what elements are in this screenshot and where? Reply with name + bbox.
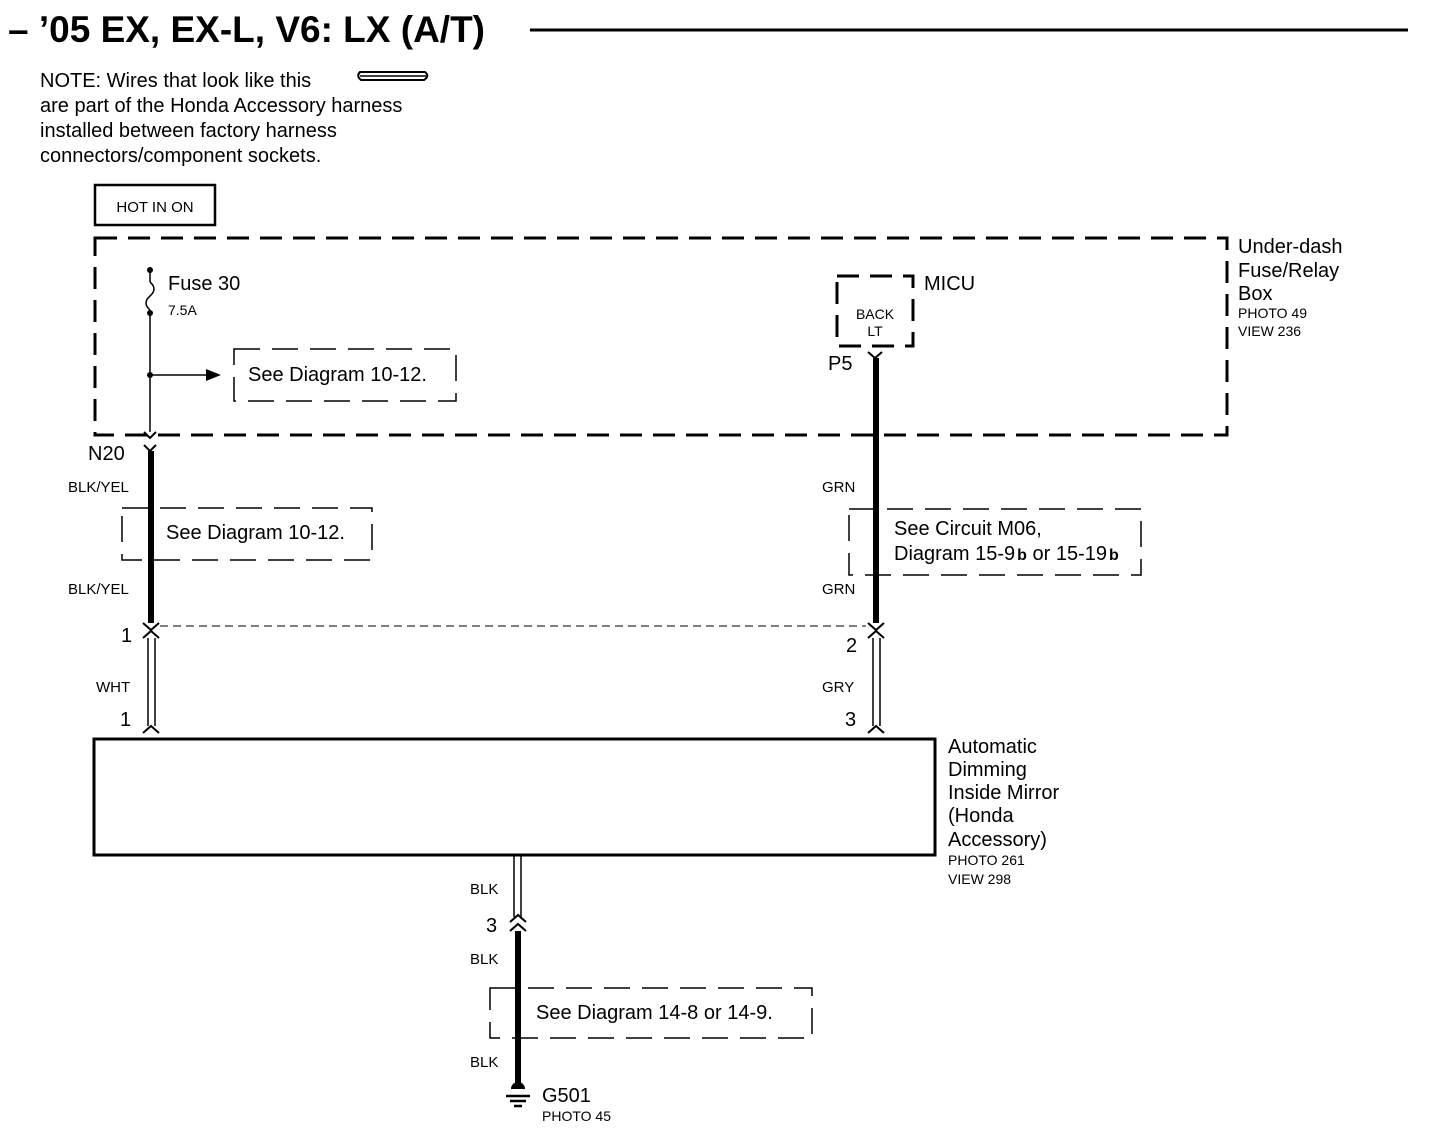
ground-accessory-color: BLK — [470, 881, 498, 898]
mirror-label-1: Automatic — [948, 736, 1037, 758]
micu-box — [835, 274, 915, 348]
power-source-box — [93, 183, 217, 227]
micu-function-1: BACK — [856, 306, 895, 322]
ground-name: G501 — [542, 1085, 591, 1107]
mirror-view: VIEW 298 — [948, 871, 1011, 887]
power-source-label: HOT IN ON — [116, 199, 193, 216]
ground-connector-top-icon — [509, 913, 527, 923]
fuse-terminal-top — [147, 267, 153, 273]
diagram-title: – ’05 EX, EX-L, V6: LX (A/T) — [8, 9, 485, 50]
ground-symbol-icon — [506, 1082, 530, 1108]
note-line-4: connectors/component sockets. — [40, 145, 321, 167]
n20-terminal-icon — [143, 431, 157, 440]
note-line-3: installed between factory harness — [40, 120, 337, 142]
note-line-2: are part of the Honda Accessory harness — [40, 95, 402, 117]
right-connector-top-icon — [867, 622, 885, 632]
mirror-label-3: Inside Mirror — [948, 782, 1059, 804]
ground-connector-pin: 3 — [486, 915, 497, 937]
left-mirror-pin: 1 — [120, 709, 131, 731]
fuse-box-label-2: Fuse/Relay — [1238, 260, 1339, 282]
left-mirror-terminal-icon — [142, 724, 160, 734]
fuse-ref-text: See Diagram 10-12. — [248, 364, 427, 386]
fuse-relay-box-outline — [93, 236, 1229, 437]
micu-terminal-label: P5 — [828, 353, 852, 375]
mirror-photo: PHOTO 261 — [948, 852, 1025, 868]
left-connector-pin: 1 — [121, 625, 132, 647]
fuse-ref-box — [233, 348, 457, 402]
right-mirror-pin: 3 — [845, 709, 856, 731]
right-connector-bottom-icon — [867, 629, 885, 639]
note-line-1: NOTE: Wires that look like this — [40, 70, 311, 92]
left-wire-color-bottom: BLK/YEL — [68, 581, 129, 598]
right-mirror-terminal-icon — [867, 724, 885, 734]
fuse-name: Fuse 30 — [168, 273, 240, 295]
n20-label: N20 — [88, 443, 125, 465]
left-ref-box — [121, 507, 373, 561]
left-wire-color-top: BLK/YEL — [68, 479, 129, 496]
fuse-icon — [145, 281, 155, 311]
mirror-label-5: Accessory) — [948, 829, 1047, 851]
left-connector-top-icon — [142, 622, 160, 632]
micu-terminal-icon — [867, 351, 883, 360]
fuse-box-label-3: Box — [1238, 283, 1272, 305]
left-connector-bottom-icon — [142, 629, 160, 639]
right-wire-color-top: GRN — [822, 479, 855, 496]
ground-wire-color-bottom: BLK — [470, 1054, 498, 1071]
accessory-wire-icon — [357, 71, 429, 81]
ground-photo: PHOTO 45 — [542, 1108, 611, 1124]
right-ref-box — [848, 508, 1142, 576]
ground-connector-bottom-icon — [509, 922, 527, 932]
right-accessory-color: GRY — [822, 679, 854, 696]
n20-connector-icon — [143, 444, 157, 453]
micu-label: MICU — [924, 273, 975, 295]
micu-function-2: LT — [867, 323, 883, 339]
right-connector-pin: 2 — [846, 635, 857, 657]
mirror-label-2: Dimming — [948, 759, 1027, 781]
right-ref-line-1: See Circuit M06, — [894, 518, 1042, 540]
fuse-box-photo: PHOTO 49 — [1238, 305, 1307, 321]
right-wire-color-bottom: GRN — [822, 581, 855, 598]
fuse-box-view: VIEW 236 — [1238, 323, 1301, 339]
left-accessory-color: WHT — [96, 679, 130, 696]
mirror-component-box — [92, 737, 937, 857]
ground-ref-box — [489, 987, 813, 1039]
mirror-label-4: (Honda — [948, 805, 1014, 827]
fuse-box-label-1: Under-dash — [1238, 236, 1343, 258]
left-ref-text: See Diagram 10-12. — [166, 522, 345, 544]
arrow-right-icon — [206, 369, 221, 381]
ground-ref-text: See Diagram 14-8 or 14-9. — [536, 1002, 773, 1024]
fuse-rating: 7.5A — [168, 302, 197, 318]
ground-wire-color-mid: BLK — [470, 951, 498, 968]
